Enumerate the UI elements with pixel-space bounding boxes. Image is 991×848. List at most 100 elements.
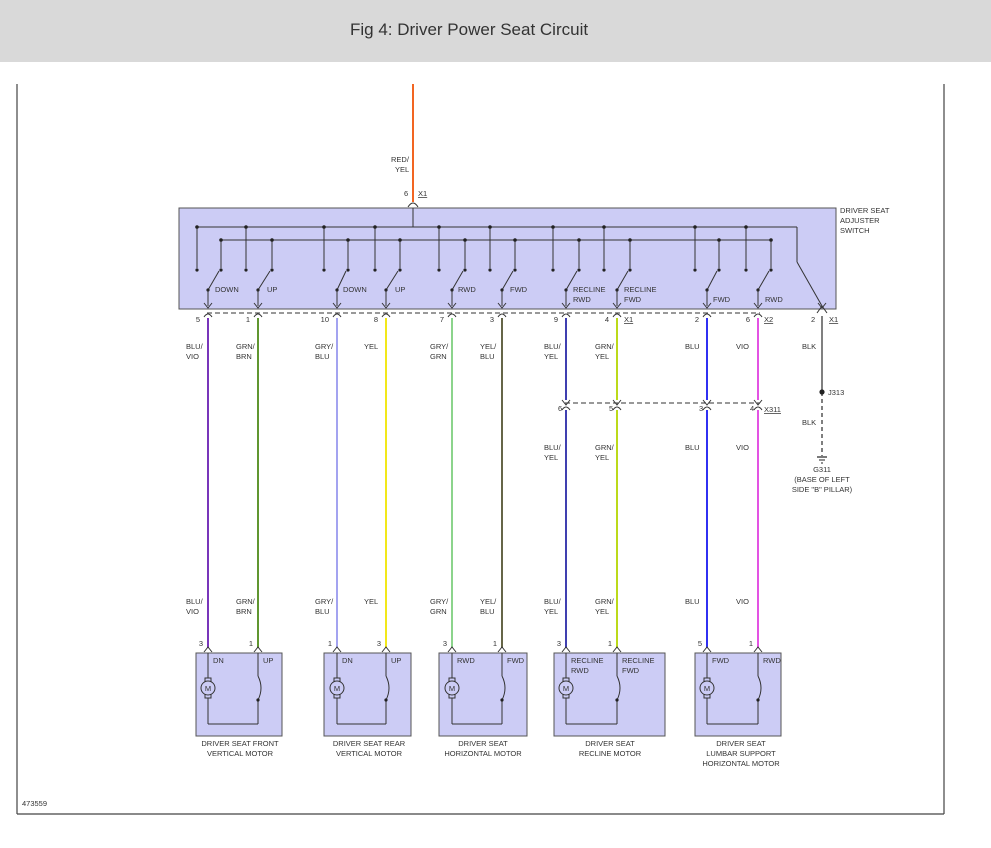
wire-pin-number: 3 — [490, 315, 494, 324]
switch-contact-label: RECLINE — [624, 285, 657, 294]
wire-color-label: YEL — [595, 352, 609, 361]
switch-box — [178, 207, 837, 310]
motor-name: VERTICAL MOTOR — [336, 749, 403, 758]
switch-contact — [488, 268, 492, 272]
motor-terminal-label: FWD — [507, 656, 525, 665]
figure-id: 473559 — [22, 799, 47, 808]
connector-symbol — [753, 399, 763, 406]
motor-terminal-label: RWD — [457, 656, 475, 665]
switch-arm — [706, 270, 718, 291]
switch-contact — [551, 268, 555, 272]
diagram-frame — [16, 84, 945, 815]
switch-arm — [336, 270, 347, 291]
ground-location-2: SIDE "B" PILLAR) — [792, 485, 853, 494]
switch-output-arrow — [253, 302, 263, 309]
connector-symbol — [332, 313, 342, 318]
switch-junction — [463, 238, 467, 242]
figure-header: Fig 4: Driver Power Seat Circuit — [0, 0, 991, 62]
switch-output-arrow — [381, 302, 391, 309]
motor-pin-number: 3 — [557, 639, 561, 648]
motor-box — [553, 652, 666, 737]
wire-pin-number: 9 — [554, 315, 558, 324]
switch-contact-label: UP — [395, 285, 405, 294]
switch-internals — [195, 208, 827, 309]
motor-terminal-label: FWD — [622, 666, 640, 675]
switch-output-arrow — [561, 302, 571, 309]
motor-name: RECLINE MOTOR — [579, 749, 642, 758]
motor-breaker-dot — [615, 698, 619, 702]
switch-contact — [513, 268, 517, 272]
motor-icon — [200, 680, 216, 696]
motor-icon — [444, 680, 460, 696]
motor-symbol: M — [205, 684, 211, 693]
input-wire-label-1: RED/ — [391, 155, 410, 164]
switch-contact — [346, 268, 350, 272]
switch-output-arrow — [702, 302, 712, 309]
switch-junction — [717, 238, 721, 242]
switch-contact-label: RWD — [458, 285, 476, 294]
motor-terminal-label: DN — [213, 656, 224, 665]
switch-contact — [270, 268, 274, 272]
motor-breaker — [757, 675, 762, 701]
wire-color-label: BLU — [685, 443, 700, 452]
connector-symbol — [612, 313, 622, 318]
switch-contact-label: DOWN — [343, 285, 367, 294]
switch-output-arrow — [753, 302, 763, 309]
switch-output-arrow — [612, 302, 622, 309]
motor-breaker — [385, 675, 390, 701]
wire-color-label: VIO — [736, 342, 749, 351]
motor-pin-number: 3 — [199, 639, 203, 648]
switch-junction — [488, 225, 492, 229]
motor-breaker-dot — [384, 698, 388, 702]
motor-symbol: M — [704, 684, 710, 693]
connector-symbol — [753, 406, 763, 411]
switch-contact-label: FWD — [624, 295, 642, 304]
wire-color-label: YEL — [544, 352, 558, 361]
wire-color-label: BLU — [685, 342, 700, 351]
switch-arm — [451, 270, 464, 291]
motor-name: DRIVER SEAT FRONT — [201, 739, 279, 748]
switch-contact — [322, 268, 326, 272]
input-connector-symbol — [407, 202, 419, 208]
wire-color-label: YEL/ — [480, 342, 497, 351]
switch-contact-label: FWD — [510, 285, 528, 294]
wire-pin-number: 5 — [196, 315, 200, 324]
ground-connector-label: X1 — [829, 315, 838, 324]
switch-contact — [219, 268, 223, 272]
motor-breaker — [501, 675, 506, 701]
switch-junction — [744, 225, 748, 229]
motor-breaker-dot — [256, 698, 260, 702]
connector-symbol — [253, 313, 263, 318]
switch-junction — [577, 238, 581, 242]
wire-color-label: GRN — [430, 352, 447, 361]
switch-contact — [437, 268, 441, 272]
wire-color-label: BLU — [315, 607, 330, 616]
connector-symbol — [447, 646, 457, 653]
input-pin: 6 — [404, 189, 408, 198]
wire-color-label: GRN/ — [595, 597, 615, 606]
switch-contact — [602, 268, 606, 272]
connector-symbol — [561, 399, 571, 406]
motor-terminal-label: RECLINE — [571, 656, 604, 665]
motor-name: DRIVER SEAT — [585, 739, 635, 748]
motor-box — [323, 652, 412, 737]
switch-output-arrow — [203, 302, 213, 309]
input-wire-label-2: YEL — [395, 165, 409, 174]
splice-label: J313 — [828, 388, 844, 397]
switch-contact-label: FWD — [713, 295, 731, 304]
motor-name: VERTICAL MOTOR — [207, 749, 274, 758]
switch-contact — [628, 268, 632, 272]
connector-symbol — [253, 646, 263, 653]
motor-breaker-dot — [500, 698, 504, 702]
switch-junction — [322, 225, 326, 229]
wire-color-label: GRN — [430, 607, 447, 616]
motor-pin-number: 1 — [328, 639, 332, 648]
